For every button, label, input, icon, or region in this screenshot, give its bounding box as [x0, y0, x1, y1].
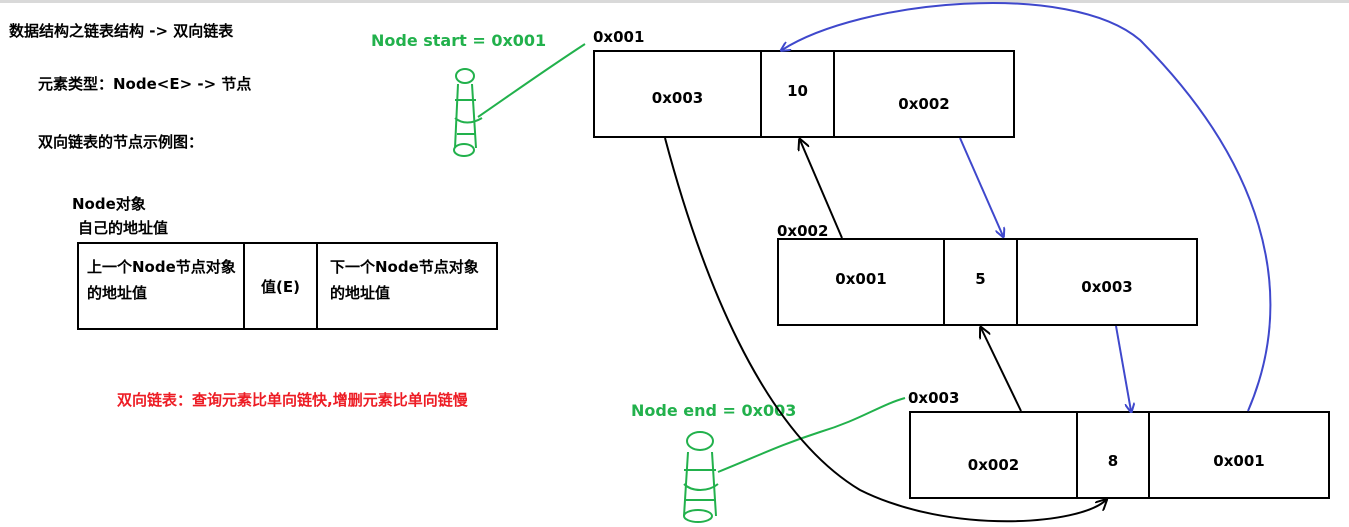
- node-2-value-text: 5: [975, 270, 986, 288]
- node-1-box: 0x003 10 0x002: [593, 50, 1015, 138]
- node-3-prev-text: 0x002: [967, 456, 1020, 474]
- node-3-next-cell: 0x001: [1150, 413, 1328, 497]
- node-1-next-cell: 0x002: [835, 52, 1013, 136]
- diagram-title: 数据结构之链表结构 -> 双向链表: [9, 22, 234, 40]
- start-pointer-line: [477, 43, 586, 118]
- element-type-label: 元素类型：Node<E> -> 节点: [38, 75, 252, 93]
- node-3-address: 0x003: [908, 389, 960, 407]
- legend-next-line2: 的地址值: [330, 284, 391, 302]
- prev-arrow-node2-to-node1: [800, 140, 843, 239]
- end-pointer-line: [717, 397, 906, 473]
- node-1-next-text: 0x002: [898, 95, 950, 113]
- prev-arrow-node1-to-node3: [664, 137, 1106, 523]
- legend-object-label: Node对象: [72, 195, 146, 213]
- end-person-figure: [683, 431, 719, 523]
- comparison-note: 双向链表：查询元素比单向链快,增删元素比单向链慢: [117, 391, 468, 409]
- top-divider: [0, 0, 1349, 3]
- prev-arrow-node3-to-node2: [981, 328, 1022, 412]
- node-2-address: 0x002: [777, 222, 829, 240]
- legend-prev-line2: 的地址值: [87, 284, 148, 302]
- next-arrow-node1-to-node2: [959, 137, 1003, 236]
- example-caption: 双向链表的节点示例图：: [38, 133, 204, 151]
- node-2-box: 0x001 5 0x003: [777, 238, 1198, 326]
- end-pointer-label: Node end = 0x003: [631, 401, 797, 420]
- node-2-next-text: 0x003: [1081, 278, 1133, 296]
- node-2-next-cell: 0x003: [1018, 240, 1196, 324]
- node-1-address: 0x001: [593, 28, 645, 46]
- start-pointer-label: Node start = 0x001: [371, 31, 547, 50]
- legend-prev-cell: 上一个Node节点对象 的地址值: [79, 244, 245, 328]
- start-person-figure: [453, 68, 483, 157]
- next-arrow-node3-to-node1: [782, 2, 1272, 412]
- node-1-value-cell: 10: [762, 52, 835, 136]
- legend-node-box: 上一个Node节点对象 的地址值 值(E) 下一个Node节点对象 的地址值: [77, 242, 498, 330]
- node-3-box: 0x002 8 0x001: [909, 411, 1330, 499]
- legend-next-cell: 下一个Node节点对象 的地址值: [318, 244, 498, 328]
- node-1-prev-cell: 0x003: [595, 52, 762, 136]
- node-2-prev-cell: 0x001: [779, 240, 945, 324]
- legend-self-address-label: 自己的地址值: [78, 219, 169, 237]
- legend-value-cell: 值(E): [245, 244, 318, 328]
- node-3-value-text: 8: [1107, 452, 1119, 470]
- node-1-prev-text: 0x003: [651, 89, 704, 107]
- node-3-next-text: 0x001: [1213, 452, 1265, 470]
- node-3-value-cell: 8: [1078, 413, 1150, 497]
- node-3-prev-cell: 0x002: [911, 413, 1078, 497]
- next-arrow-node2-to-node3: [1115, 325, 1131, 411]
- node-1-value-text: 10: [787, 82, 808, 100]
- node-2-prev-text: 0x001: [835, 270, 887, 288]
- legend-next-line1: 下一个Node节点对象: [330, 258, 479, 276]
- node-2-value-cell: 5: [945, 240, 1018, 324]
- legend-prev-line1: 上一个Node节点对象: [87, 258, 236, 276]
- legend-value-text: 值(E): [261, 277, 300, 296]
